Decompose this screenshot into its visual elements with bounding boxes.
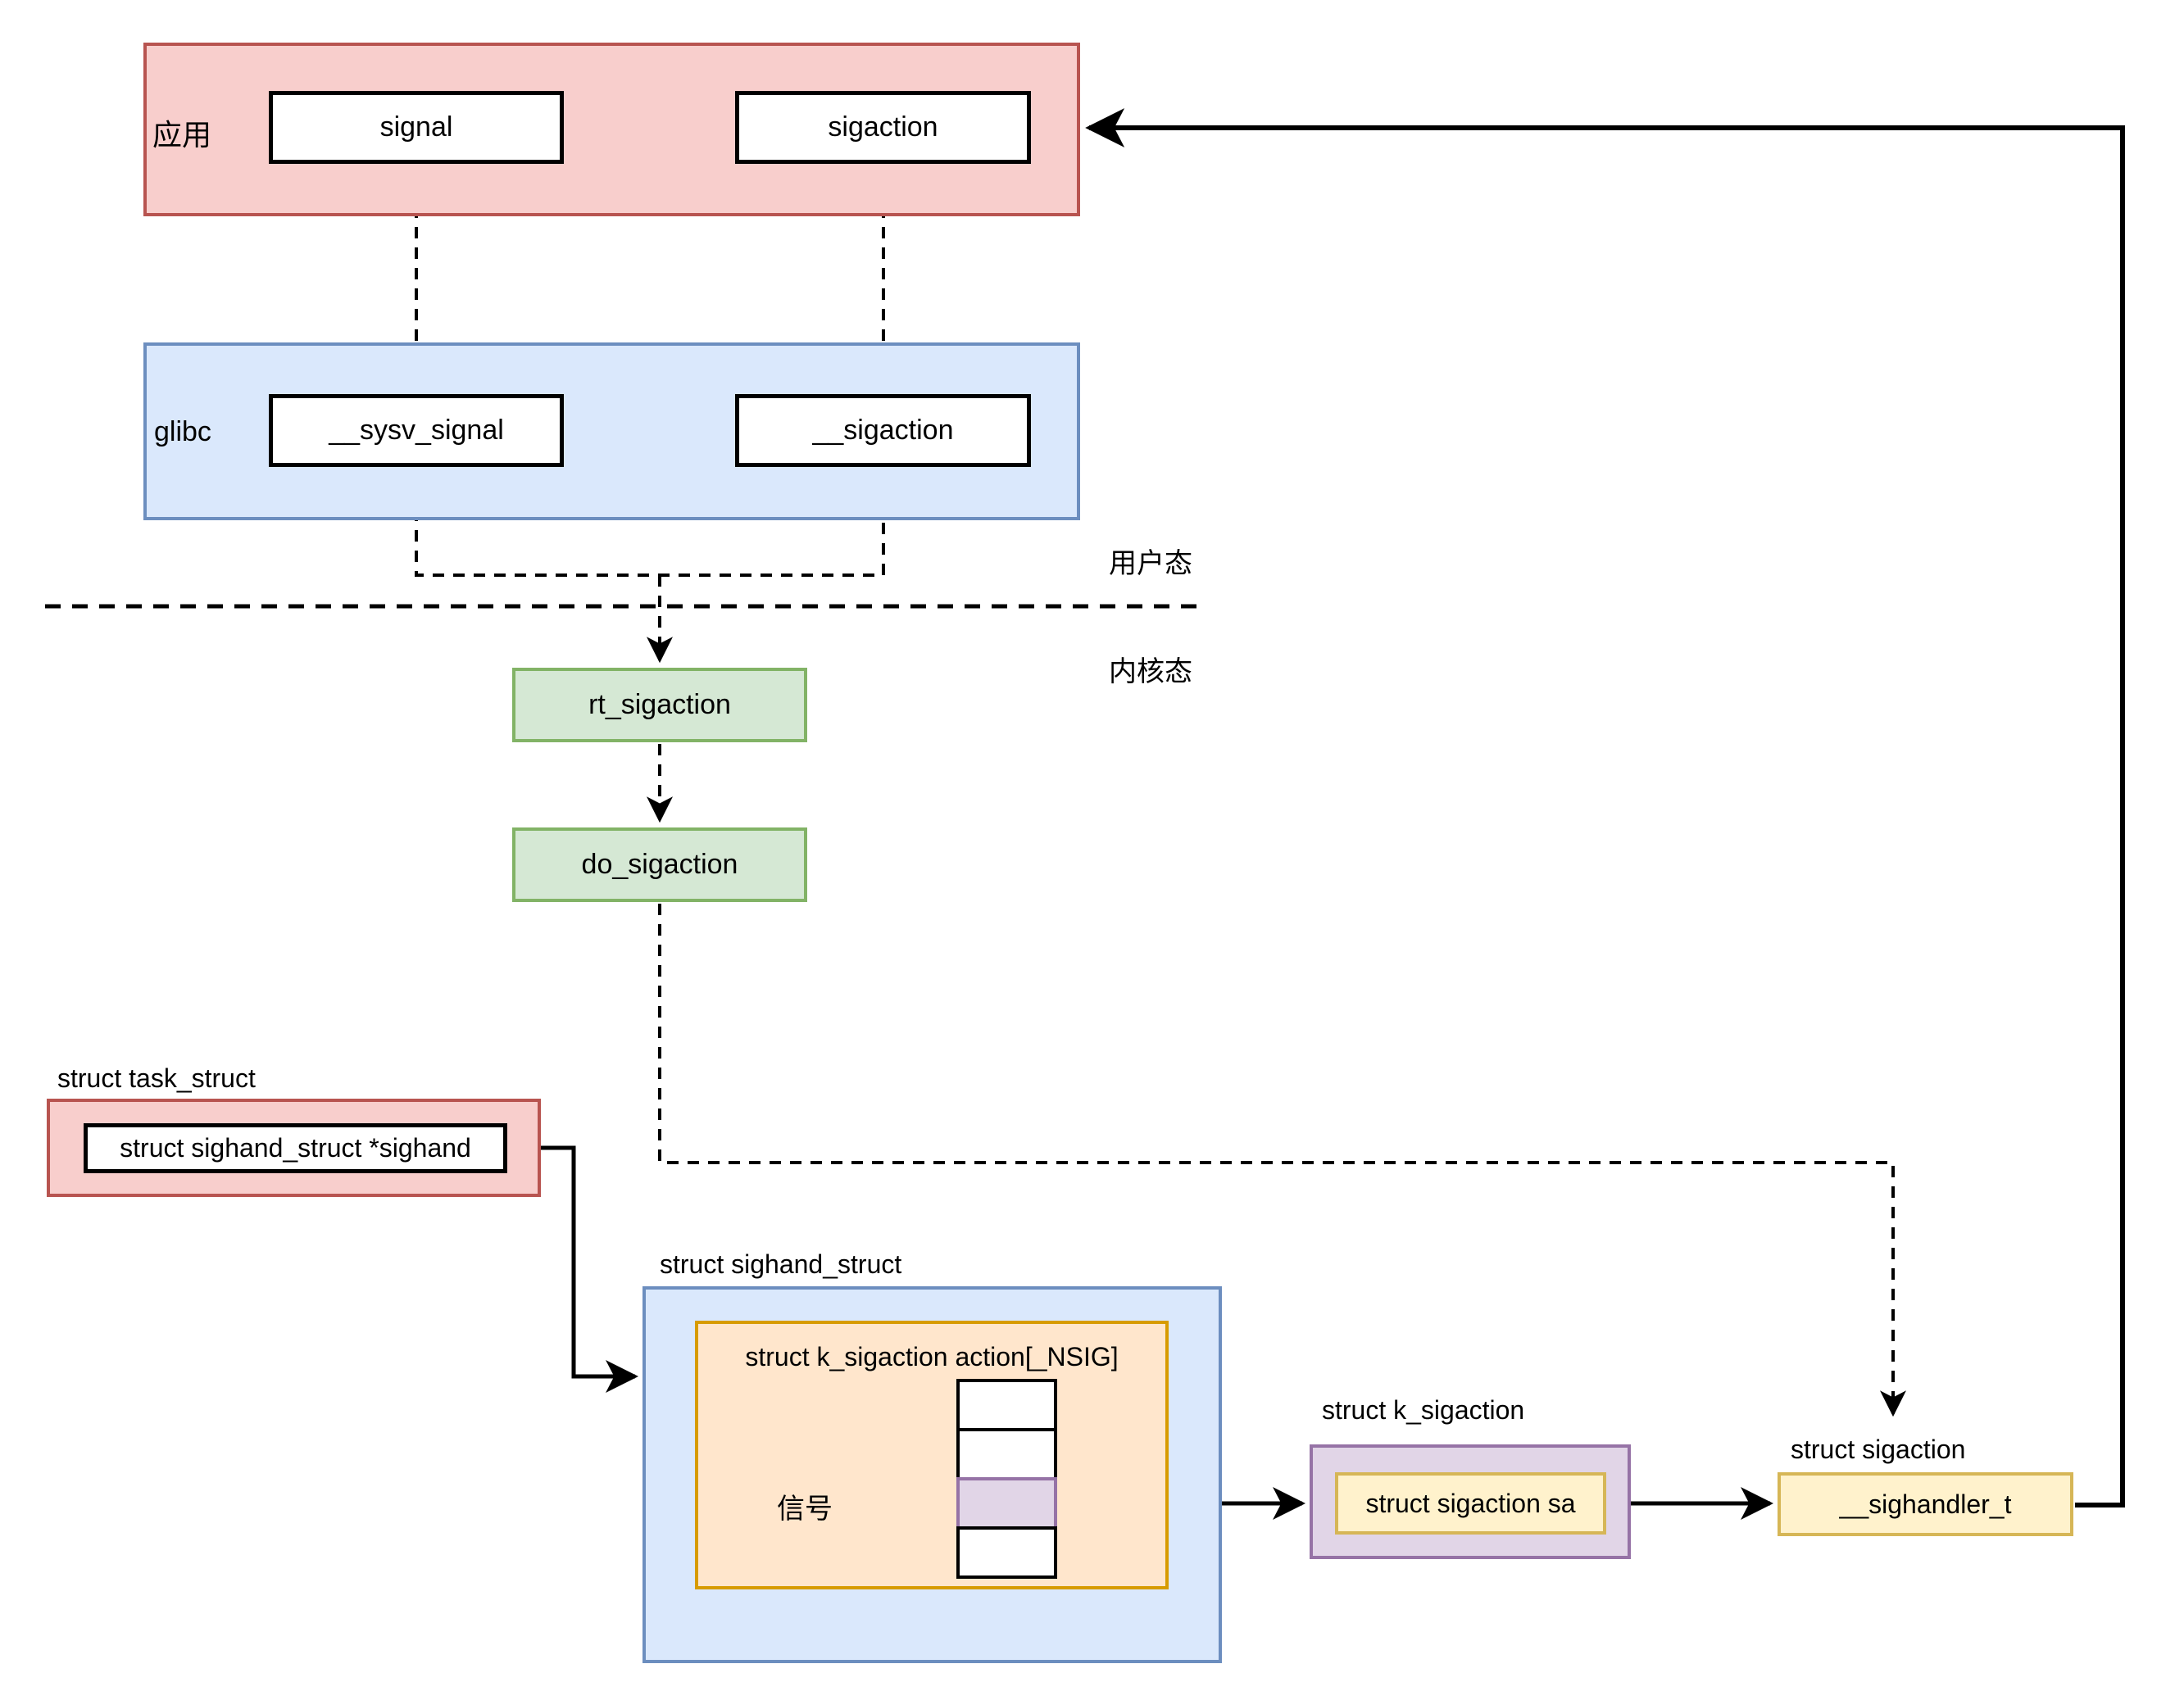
do-sigaction-node: do_sigaction: [512, 827, 807, 902]
do-sigaction-node-label: do_sigaction: [581, 849, 738, 880]
action-array-cell: [956, 1526, 1057, 1579]
sighand-pointer-field-label: struct sighand_struct *sighand: [120, 1133, 471, 1163]
signal-node: signal: [269, 91, 564, 164]
user-mode-label: 用户态: [1109, 548, 1192, 579]
sighand-struct-title: struct sighand_struct: [660, 1249, 902, 1279]
sysv-signal-node: __sysv_signal: [269, 394, 564, 467]
sigaction-sa-field: struct sigaction sa: [1335, 1472, 1606, 1535]
sigaction-node-label: sigaction: [828, 111, 938, 143]
glibc-layer-label: glibc: [154, 416, 211, 447]
action-array-cell-selected: [956, 1477, 1057, 1530]
application-layer-label: 应用: [152, 118, 212, 152]
glibc-sigaction-node-label: __sigaction: [812, 415, 954, 446]
action-array-cell: [956, 1379, 1057, 1431]
rt-sigaction-node: rt_sigaction: [512, 668, 807, 742]
arrow-sighandler-to-application: [1085, 108, 2125, 1507]
glibc-sigaction-node: __sigaction: [735, 394, 1031, 467]
sigaction-sa-field-label: struct sigaction sa: [1365, 1488, 1576, 1518]
rt-sigaction-node-label: rt_sigaction: [588, 689, 731, 720]
sigaction-struct-title: struct sigaction: [1791, 1435, 1966, 1464]
signal-node-label: signal: [379, 111, 453, 143]
sighandler-t-field-label: __sighandler_t: [1839, 1489, 2012, 1519]
kernel-mode-label: 内核态: [1109, 656, 1192, 687]
sighand-pointer-field: struct sighand_struct *sighand: [84, 1123, 507, 1173]
k-sigaction-title: struct k_sigaction: [1322, 1395, 1525, 1425]
action-array-title: struct k_sigaction action[_NSIG]: [745, 1342, 1119, 1371]
sysv-signal-node-label: __sysv_signal: [329, 415, 504, 446]
signal-index-label: 信号: [777, 1494, 833, 1525]
action-array-box: [695, 1321, 1169, 1589]
task-struct-title: struct task_struct: [57, 1063, 256, 1093]
sighandler-t-field: __sighandler_t: [1778, 1472, 2073, 1536]
sigaction-node: sigaction: [735, 91, 1031, 164]
action-array-cell: [956, 1428, 1057, 1480]
